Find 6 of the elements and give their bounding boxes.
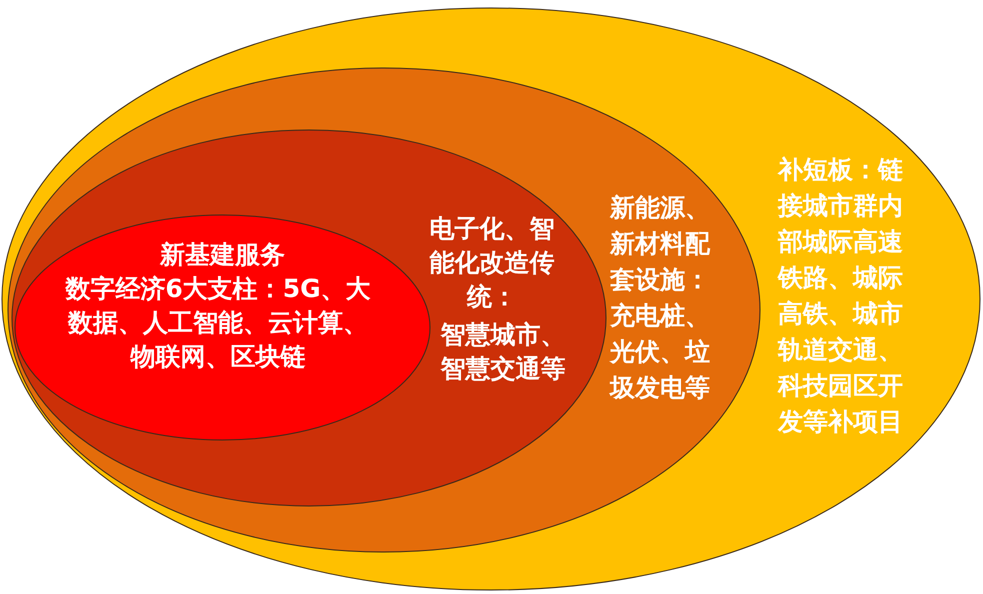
- ellipse-label: 电子化、智能化改造传统：: [428, 213, 556, 313]
- ellipse-label: 数字经济6大支柱：5G、大数据、人工智能、云计算、物联网、区块链: [64, 273, 372, 373]
- ellipse-label: 补短板：链接城市群内部城际高速铁路、城际高铁、城市轨道交通、科技园区开发等补项目: [778, 154, 904, 438]
- ellipse-label: 新基建服务: [158, 239, 286, 271]
- ellipse-label: 新能源、新材料配套设施：充电桩、光伏、垃圾发电等: [610, 192, 712, 404]
- ellipse-label: 智慧城市、智慧交通等: [439, 319, 566, 385]
